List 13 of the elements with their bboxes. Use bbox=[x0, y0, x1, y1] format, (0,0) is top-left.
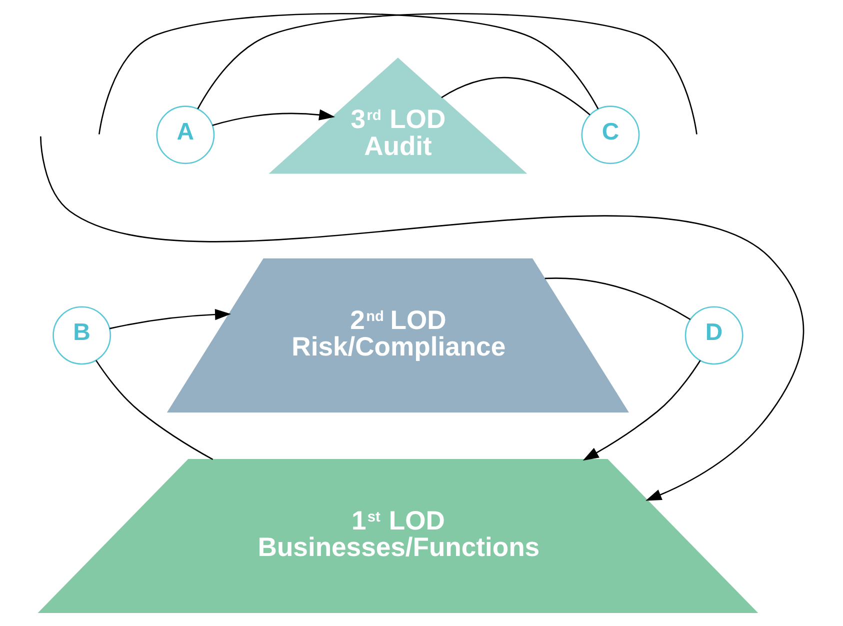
arrow bbox=[212, 109, 336, 126]
connector bbox=[98, 13, 599, 134]
arrow bbox=[109, 308, 231, 330]
connector bbox=[197, 13, 698, 134]
arrow bbox=[582, 360, 701, 461]
node-circle: C bbox=[581, 106, 640, 164]
arrow bbox=[40, 136, 804, 501]
node-circle: A bbox=[156, 106, 215, 164]
connector bbox=[96, 360, 214, 460]
node-circle: B bbox=[52, 306, 112, 365]
node-circle: D bbox=[684, 306, 744, 365]
connector bbox=[544, 278, 691, 320]
connector bbox=[441, 76, 590, 116]
